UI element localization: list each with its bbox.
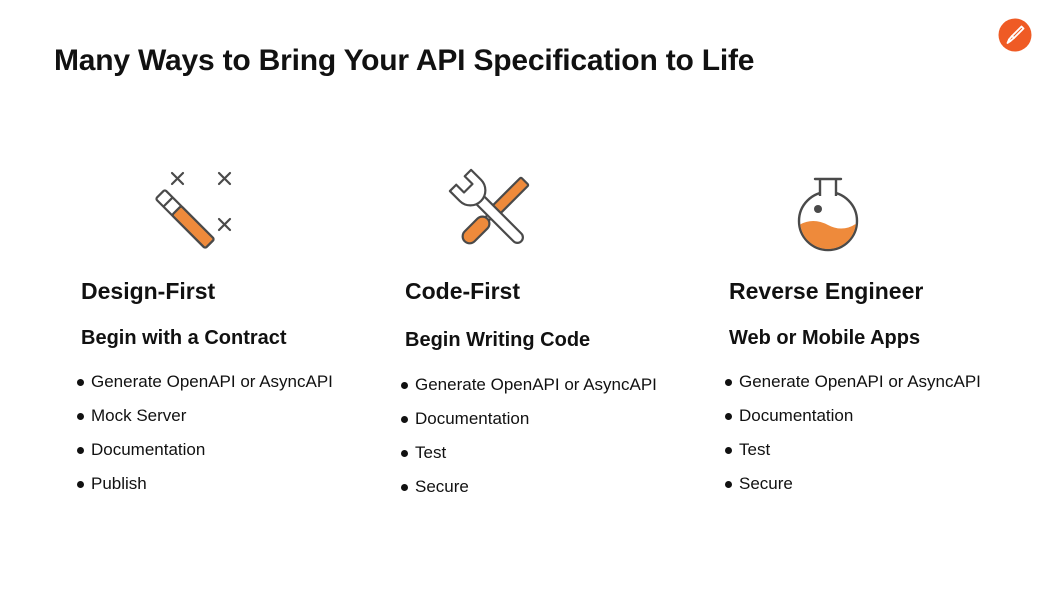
bullet-icon bbox=[77, 413, 84, 420]
bullet-icon bbox=[725, 379, 732, 386]
column-subtitle: Begin Writing Code bbox=[405, 329, 591, 351]
slide-title: Many Ways to Bring Your API Specificatio… bbox=[54, 44, 755, 77]
bullet-icon bbox=[725, 481, 732, 488]
list-item: Secure bbox=[401, 476, 657, 510]
bullet-icon bbox=[401, 416, 408, 423]
list-item: Test bbox=[725, 439, 981, 473]
bullet-icon bbox=[77, 379, 84, 386]
feature-list: Generate OpenAPI or AsyncAPI Mock Server… bbox=[77, 371, 333, 507]
bullet-icon bbox=[77, 481, 84, 488]
bullet-icon bbox=[725, 447, 732, 454]
wrench-screwdriver-icon bbox=[448, 168, 538, 258]
postman-logo-icon bbox=[998, 18, 1032, 52]
column-subtitle: Begin with a Contract bbox=[81, 327, 287, 349]
list-item: Documentation bbox=[77, 439, 333, 473]
list-item: Test bbox=[401, 442, 657, 476]
list-item: Publish bbox=[77, 473, 333, 507]
column-title: Code-First bbox=[405, 278, 520, 304]
column-title: Design-First bbox=[81, 278, 216, 304]
list-item: Mock Server bbox=[77, 405, 333, 439]
bullet-icon bbox=[401, 382, 408, 389]
flask-icon bbox=[783, 168, 873, 258]
list-item: Generate OpenAPI or AsyncAPI bbox=[77, 371, 333, 405]
list-item: Generate OpenAPI or AsyncAPI bbox=[725, 371, 981, 405]
column-title: Reverse Engineer bbox=[729, 278, 924, 304]
magic-wand-icon bbox=[152, 168, 242, 258]
list-item: Documentation bbox=[725, 405, 981, 439]
bullet-icon bbox=[725, 413, 732, 420]
bullet-icon bbox=[401, 484, 408, 491]
bullet-icon bbox=[401, 450, 408, 457]
column-subtitle: Web or Mobile Apps bbox=[729, 327, 921, 349]
feature-list: Generate OpenAPI or AsyncAPI Documentati… bbox=[401, 374, 657, 510]
list-item: Generate OpenAPI or AsyncAPI bbox=[401, 374, 657, 408]
list-item: Documentation bbox=[401, 408, 657, 442]
bullet-icon bbox=[77, 447, 84, 454]
feature-list: Generate OpenAPI or AsyncAPI Documentati… bbox=[725, 371, 981, 507]
list-item: Secure bbox=[725, 473, 981, 507]
